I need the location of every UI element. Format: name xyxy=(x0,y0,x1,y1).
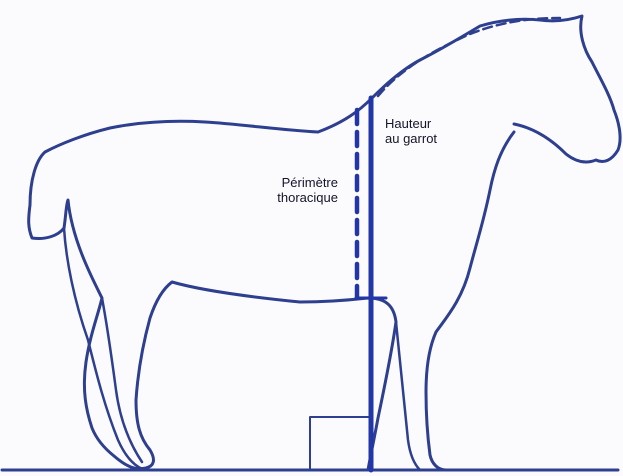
height-label-line1: Hauteur xyxy=(385,116,431,131)
horse-mane-strokes xyxy=(378,18,560,96)
horse-front-outline xyxy=(426,132,514,470)
horse-hind-leg-inner xyxy=(102,298,142,462)
horse-body-outline xyxy=(29,98,396,470)
girth-label-line1: Périmètre xyxy=(282,175,338,190)
girth-label-line2: thoracique xyxy=(277,190,338,205)
height-at-withers-label: Hauteur au garrot xyxy=(385,116,437,146)
height-label-line2: au garrot xyxy=(385,131,437,146)
horse-front-leg-inner xyxy=(396,322,420,470)
horse-tail-outline xyxy=(64,228,146,470)
chest-girth-label: Périmètre thoracique xyxy=(246,175,338,205)
measuring-box xyxy=(310,417,372,470)
